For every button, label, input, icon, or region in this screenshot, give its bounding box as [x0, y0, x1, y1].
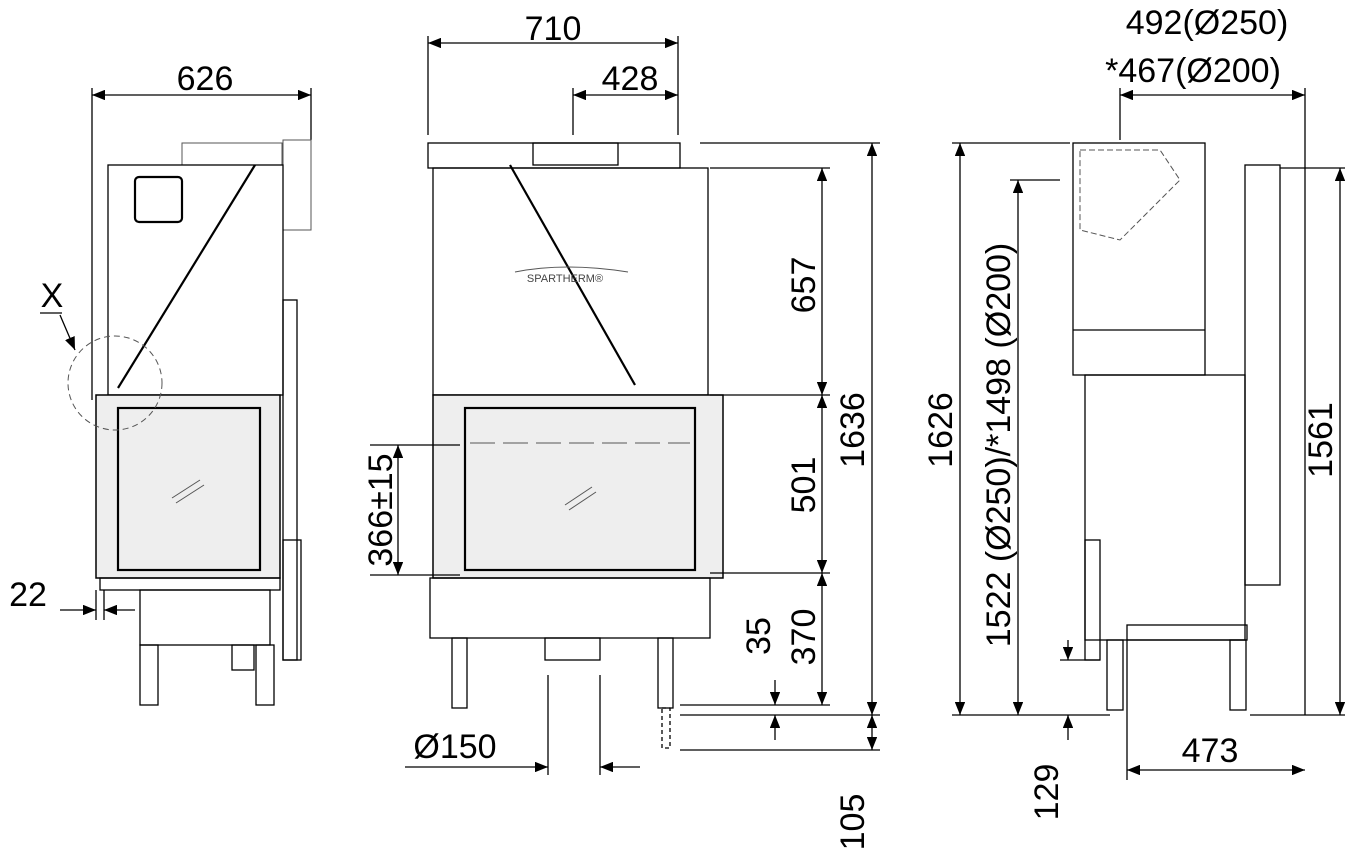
door-frame: [432, 394, 724, 579]
upper-height-label: 657: [785, 257, 823, 314]
air-inlet-label: Ø150: [413, 728, 496, 766]
base-height-label: 370: [785, 609, 823, 666]
overall-height-label: 1636: [834, 392, 872, 468]
support-strut: [509, 164, 636, 386]
left-side-view: 626 X 22: [9, 60, 312, 706]
detail-circle: [67, 335, 163, 431]
glass-height-label: 366±15: [362, 453, 400, 566]
inspection-cover: [133, 175, 184, 224]
offset-label: 22: [9, 576, 47, 614]
flue-depth-200-label: *467(Ø200): [1105, 52, 1281, 90]
width-label: 626: [177, 60, 234, 98]
overall-height-label: 1626: [922, 392, 960, 468]
door-frame: [95, 394, 281, 579]
door-height-label: 501: [785, 457, 823, 514]
detail-marker-label: X: [41, 277, 64, 315]
support-strut: [117, 164, 256, 389]
leg-extension-label: 105: [834, 794, 872, 851]
body-height-label: 1561: [1302, 402, 1340, 478]
brand-logo: SPARTHERM®: [527, 273, 603, 285]
glass-panel: [463, 406, 697, 572]
front-frame: [1244, 164, 1281, 586]
front-view: 710 428 SPARTHERM® 657 501 370: [362, 10, 880, 850]
overall-width-label: 710: [525, 10, 582, 48]
right-side-view: 492(Ø250) *467(Ø200) 1626 1522 (Ø250)/*1…: [922, 4, 1346, 821]
depth-label: 473: [1182, 732, 1239, 770]
upper-housing: [1072, 142, 1206, 376]
leg-adjust-label: 35: [740, 617, 778, 655]
flue-depth-250-label: 492(Ø250): [1126, 4, 1289, 42]
flue-height-label: 1522 (Ø250)/*1498 (Ø200): [980, 243, 1018, 647]
flue-offset-label: 428: [602, 60, 659, 98]
bottom-offset-label: 129: [1028, 764, 1066, 821]
